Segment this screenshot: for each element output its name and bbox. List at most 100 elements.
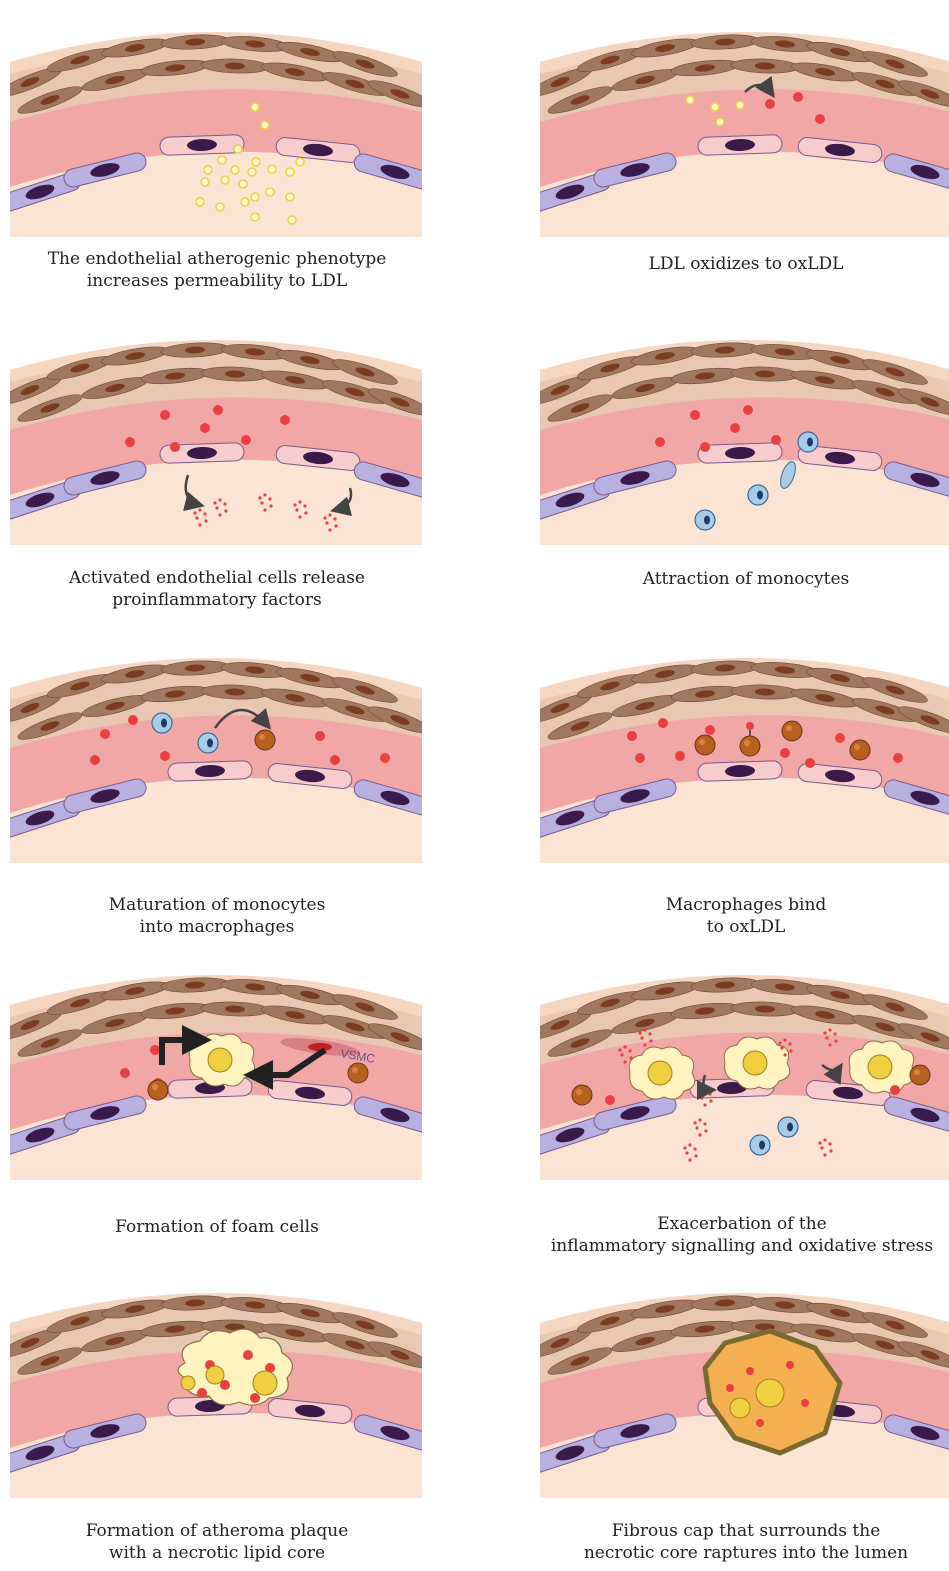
oxldl-particle [890,1085,900,1095]
oxldl-particle [756,1419,764,1427]
macrophage [348,1063,368,1083]
panel-8 [540,965,949,1180]
oxldl-particle [675,751,685,761]
cytokine [258,496,261,499]
macrophage [148,1080,168,1100]
cytokine [700,1096,703,1099]
monocyte [750,1135,770,1155]
cytokine [218,498,221,501]
diagram-1 [10,22,422,237]
cytokine [623,1045,626,1048]
cytokine [698,1091,701,1094]
oxldl-particle [120,1068,130,1078]
caption-5: Maturation of monocytes into macrophages [2,894,432,938]
ldl-particle [711,103,719,111]
cytokine [649,1039,652,1042]
oxldl-particle [690,410,700,420]
cytokine [818,1141,821,1144]
panel-7: VSMC [10,965,422,1180]
diagram-10 [540,1283,949,1498]
cytokine [298,515,301,518]
ldl-particle [266,188,274,196]
cytokine [704,1129,707,1132]
macrophage [572,1085,592,1105]
oxldl-particle [197,1388,207,1398]
caption-10: Fibrous cap that surrounds the necrotic … [531,1520,949,1564]
macrophage [782,721,802,741]
cytokine [643,1028,646,1031]
ldl-particle [241,198,249,206]
ldl-particle [201,178,209,186]
cytokine [629,1056,632,1059]
monocyte [778,1117,798,1137]
endothelial-cell [698,761,783,782]
oxldl-particle [786,1361,794,1369]
ldl-particle [221,176,229,184]
panel-10 [540,1283,949,1498]
cytokine [778,1041,781,1044]
cytokine [198,523,201,526]
cytokine [693,1147,696,1150]
ldl-particle [239,180,247,188]
cytokine [688,1143,691,1146]
cytokine [325,521,328,524]
diagram-8 [540,965,949,1180]
panel-3 [10,330,422,545]
cytokine [623,1060,626,1063]
oxldl-particle [200,423,210,433]
cytokine [828,1028,831,1031]
caption-1: The endothelial atherogenic phenotype in… [2,248,432,292]
ldl-particle [268,165,276,173]
monocyte [748,485,768,505]
endothelial-cell [698,443,783,464]
cytokine [223,502,226,505]
cytokine [628,1049,631,1052]
cytokine [304,511,307,514]
oxldl-particle [380,753,390,763]
oxldl-particle [700,442,710,452]
lipid-droplet [206,1366,224,1384]
cytokine [693,1121,696,1124]
oxldl-particle [780,748,790,758]
oxldl-particle [893,753,903,763]
cytokine [685,1151,688,1154]
endothelial-cell [168,761,253,782]
cytokine [783,1038,786,1041]
cytokine [780,1046,783,1049]
oxldl-particle [635,753,645,763]
oxldl-particle [726,1384,734,1392]
diagram-9 [10,1283,422,1498]
cytokine [269,504,272,507]
cytokine [195,516,198,519]
cytokine [648,1032,651,1035]
oxldl-particle [793,92,803,102]
cytokine [224,509,227,512]
cytokine [683,1146,686,1149]
ldl-particle [231,166,239,174]
panel-6 [540,648,949,863]
ldl-particle [234,145,242,153]
cytokine [268,497,271,500]
oxldl-particle [746,722,754,730]
cytokine [698,1133,701,1136]
cytokine [334,524,337,527]
panel-2 [540,22,949,237]
ldl-particle [196,198,204,206]
cytokine [328,513,331,516]
ldl-particle [218,156,226,164]
cytokine [620,1053,623,1056]
panel-1 [10,22,422,237]
cytokine [303,504,306,507]
caption-7: Formation of foam cells [2,1216,432,1238]
ldl-particle [736,101,744,109]
cytokine [823,1138,826,1141]
cytokine [263,493,266,496]
cytokine [695,1126,698,1129]
cytokine [789,1049,792,1052]
oxldl-particle [125,437,135,447]
cytokine [328,528,331,531]
cytokine [823,1031,826,1034]
ldl-particle [204,166,212,174]
oxldl-particle [746,1367,754,1375]
endothelial-cell [698,135,783,156]
